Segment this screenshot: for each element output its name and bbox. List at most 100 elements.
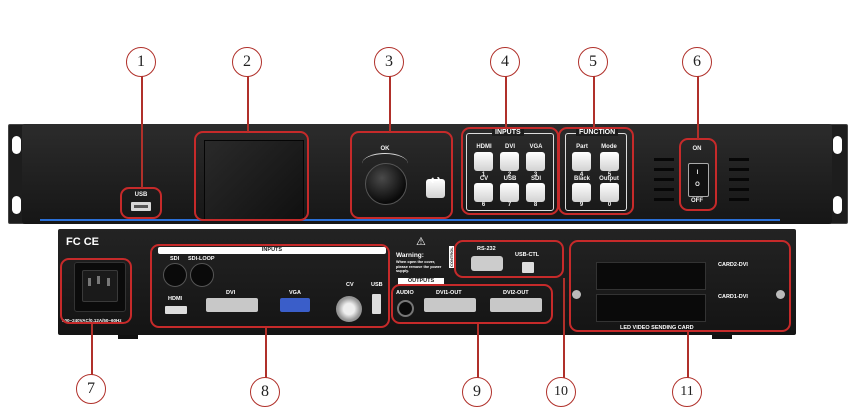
callout-leader [389, 76, 391, 132]
input-cv-button[interactable] [474, 183, 493, 202]
callout-11: 11 [672, 377, 702, 407]
function-button-number: 0 [607, 202, 612, 208]
rotary-knob[interactable] [365, 163, 407, 205]
switch-off-mark: O [695, 182, 700, 188]
usb-ctl-port[interactable] [522, 262, 534, 273]
vent-slot [654, 158, 674, 161]
input-usb-button[interactable] [500, 183, 519, 202]
back-button[interactable] [426, 179, 445, 198]
function-button-label: Mode [601, 144, 617, 150]
input-dvi-button[interactable] [500, 152, 519, 171]
front-accent-line [40, 219, 780, 221]
card2-slot[interactable] [596, 262, 706, 290]
vent-slot [729, 178, 749, 181]
card1-label: CARD1-DVI [718, 294, 748, 300]
input-button-label: USB [503, 176, 517, 182]
input-button-number: 1 [481, 172, 486, 178]
function-output-button[interactable] [600, 183, 619, 202]
input-vga-button[interactable] [526, 152, 545, 171]
vent-slot [729, 198, 749, 201]
sdi-port[interactable] [163, 263, 187, 287]
callout-leader [477, 324, 479, 379]
callout-5: 5 [578, 47, 608, 77]
dvi1-out-label: DVI1-OUT [436, 290, 462, 296]
function-button-number: 9 [579, 202, 584, 208]
dvi2-out-port[interactable] [490, 298, 542, 312]
power-on-label: ON [692, 146, 702, 152]
vent-slot [654, 178, 674, 181]
front-usb-label: USB [134, 192, 148, 198]
dvi2-out-label: DVI2-OUT [503, 290, 529, 296]
callout-6: 6 [682, 47, 712, 77]
outputs-title: OUTPUTS [407, 278, 435, 284]
usb-ctl-label: USB-CTL [515, 252, 540, 258]
highlight-outputs [391, 284, 553, 324]
vga-port[interactable] [280, 298, 310, 312]
function-button-label: Part [576, 144, 588, 150]
input-button-number: 3 [533, 172, 538, 178]
function-button-label: Output [599, 176, 619, 182]
input-button-number: 6 [481, 202, 486, 208]
audio-port[interactable] [397, 300, 414, 317]
power-pin [97, 276, 100, 284]
inputs-group-title: INPUTS [492, 129, 524, 136]
function-black-button[interactable] [572, 183, 591, 202]
cv-port[interactable] [336, 296, 362, 322]
input-sdi-button[interactable] [526, 183, 545, 202]
function-part-button[interactable] [572, 152, 591, 171]
callout-9: 9 [462, 377, 492, 407]
card1-slot[interactable] [596, 294, 706, 322]
rear-usb-port[interactable] [372, 294, 381, 314]
input-button-number: 8 [533, 202, 538, 208]
input-button-label: HDMI [476, 144, 492, 150]
highlight-sending-card [569, 240, 791, 332]
rear-foot [712, 335, 732, 339]
sdi-loop-port[interactable] [190, 263, 214, 287]
mount-slot [12, 196, 21, 214]
highlight-control [454, 240, 564, 278]
callout-leader [697, 76, 699, 139]
vent-slot [729, 158, 749, 161]
callout-4: 4 [490, 47, 520, 77]
callout-leader [265, 328, 267, 379]
dvi1-out-port[interactable] [424, 298, 476, 312]
vga-label: VGA [289, 290, 301, 296]
mount-slot [833, 196, 842, 214]
card2-label: CARD2-DVI [718, 262, 748, 268]
callout-7: 7 [76, 374, 106, 404]
callout-leader [687, 332, 689, 379]
vent-slot [729, 188, 749, 191]
card-screw [776, 290, 785, 299]
highlight-knob [350, 131, 453, 219]
dvi-input-port[interactable] [206, 298, 258, 312]
callout-leader [563, 278, 565, 379]
vent-slot [654, 168, 674, 171]
inputs-group: INPUTS [466, 129, 554, 211]
callout-3: 3 [374, 47, 404, 77]
rs232-label: RS-232 [477, 246, 496, 252]
function-group-title: FUNCTION [576, 129, 619, 136]
vent-slot [654, 188, 674, 191]
callout-leader [91, 324, 93, 376]
warning-text: When open the cover, please remove the p… [396, 260, 442, 273]
power-pin [107, 278, 110, 286]
sending-card-label: LED VIDEO SENDING CARD [620, 325, 694, 331]
highlight-usb [120, 187, 162, 219]
rs232-port[interactable] [471, 256, 503, 271]
highlight-function [558, 127, 634, 215]
power-inlet-socket [82, 270, 118, 302]
rear-usb-label: USB [371, 282, 383, 288]
ok-label: OK [380, 146, 390, 152]
function-button-number: 4 [579, 172, 584, 178]
input-hdmi-button[interactable] [474, 152, 493, 171]
hdmi-label: HDMI [168, 296, 183, 302]
power-switch[interactable] [688, 163, 709, 197]
hdmi-port[interactable] [165, 306, 187, 314]
callout-leader [505, 76, 507, 128]
dvi-label: DVI [226, 290, 236, 296]
back-arrow-icon: ↩ [430, 173, 441, 187]
function-mode-button[interactable] [600, 152, 619, 171]
sdi-label: SDI [170, 256, 180, 262]
warning-title: Warning: [396, 252, 424, 259]
highlight-inputs [461, 127, 559, 215]
